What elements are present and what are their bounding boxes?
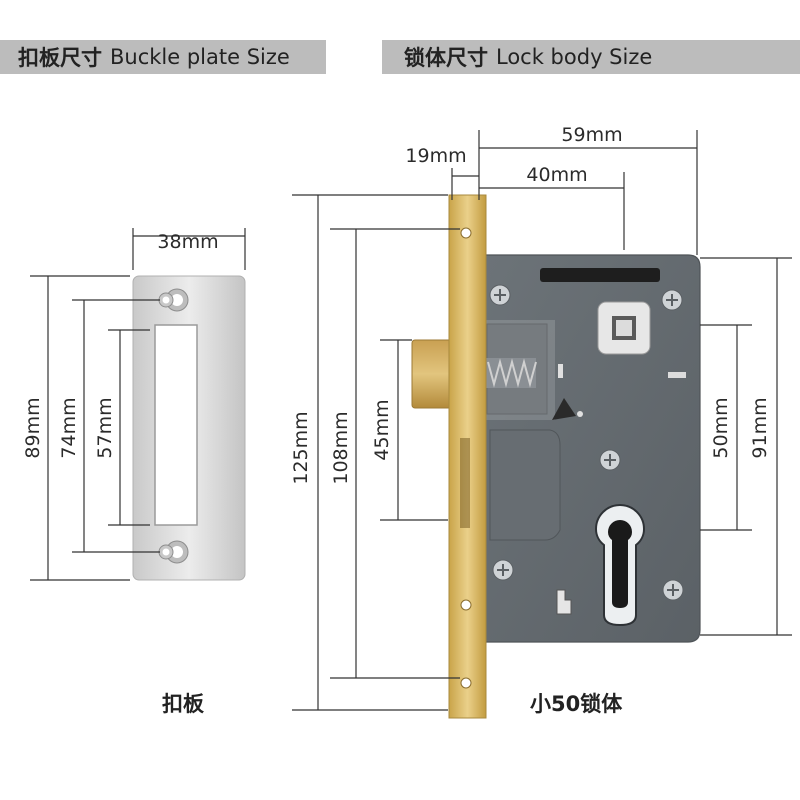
lock-size-header: 锁体尺寸 Lock body Size	[382, 40, 800, 74]
strike-plate	[132, 275, 246, 581]
lock-top-slot	[540, 268, 660, 282]
plate-header-en: Buckle plate Size	[110, 45, 290, 69]
plate-dimension-lines	[30, 228, 246, 581]
lock-faceplate-height-label: 125mm	[290, 411, 312, 484]
plate-caption: 扣板	[162, 692, 204, 716]
cylinder-hole	[594, 503, 646, 627]
plate-height-slot-label: 57mm	[94, 397, 116, 458]
plate-screw-hole-top	[158, 288, 189, 312]
lock-caption: 小50锁体	[530, 692, 623, 716]
lock-header-zh: 锁体尺寸	[404, 46, 488, 70]
faceplate	[448, 194, 487, 719]
lock-header-en: Lock body Size	[496, 45, 653, 69]
lock-handle-cylinder-label: 50mm	[710, 397, 732, 458]
plate-height-holes-label: 74mm	[58, 397, 80, 458]
plate-height-total-label: 89mm	[22, 397, 44, 458]
plate-header-zh: 扣板尺寸	[18, 46, 102, 70]
lock-faceplate-width-label: 19mm	[405, 145, 466, 167]
lock-total-depth-label: 59mm	[561, 124, 622, 146]
plate-screw-hole-bottom	[158, 540, 189, 564]
spindle-hub	[597, 301, 651, 355]
plate-slot	[154, 324, 198, 526]
plate-width-label: 38mm	[157, 231, 218, 253]
lock-dimension-lines	[292, 130, 792, 711]
lock-latch-area-label: 45mm	[371, 399, 393, 460]
lock-spring	[486, 358, 537, 388]
plate-size-header: 扣板尺寸 Buckle plate Size	[0, 40, 326, 74]
lock-body-height-label: 91mm	[749, 397, 771, 458]
lock-body	[411, 254, 701, 643]
lock-backset-label: 40mm	[526, 164, 587, 186]
lock-screw-spacing-label: 108mm	[330, 411, 352, 484]
